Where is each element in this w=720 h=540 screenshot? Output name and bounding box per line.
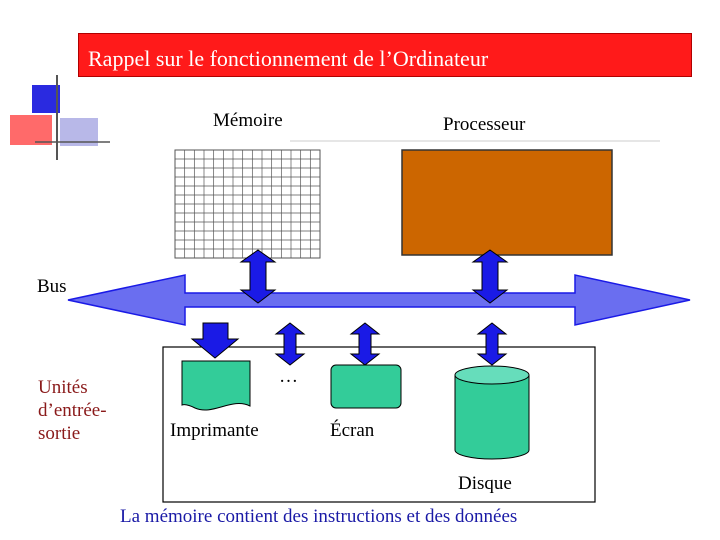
disk-label: Disque [458, 473, 512, 494]
ellipsis-label: … [279, 366, 298, 387]
printer-label: Imprimante [170, 420, 259, 441]
printer-document-icon [181, 360, 251, 411]
printer-arrow [190, 322, 240, 359]
ellipsis-arrow [274, 322, 306, 366]
disk-cylinder-icon [454, 365, 530, 460]
corner-decoration [10, 75, 110, 160]
io-units-line1: Unités [38, 377, 88, 398]
blue-square [32, 85, 60, 113]
io-units-line2: d’entrée- [38, 400, 107, 421]
caption: La mémoire contient des instructions et … [120, 506, 518, 527]
screen-label: Écran [330, 420, 375, 441]
processor-label: Processeur [443, 114, 526, 135]
io-units-label: Unités d’entrée- sortie [38, 376, 107, 445]
red-square [10, 115, 52, 145]
page-title: Rappel sur le fonctionnement de l’Ordina… [88, 46, 489, 71]
title-bar [78, 33, 692, 77]
bus-arrow [67, 274, 691, 326]
memory-grid [174, 149, 321, 259]
memory-label: Mémoire [213, 110, 283, 131]
screen-icon [330, 364, 402, 409]
io-units-line3: sortie [38, 423, 81, 444]
disk-arrow [476, 322, 508, 366]
bus-label: Bus [37, 276, 67, 297]
memory-bus-arrow [239, 249, 277, 304]
processor-bus-arrow [471, 249, 509, 304]
processor-box [401, 149, 613, 256]
